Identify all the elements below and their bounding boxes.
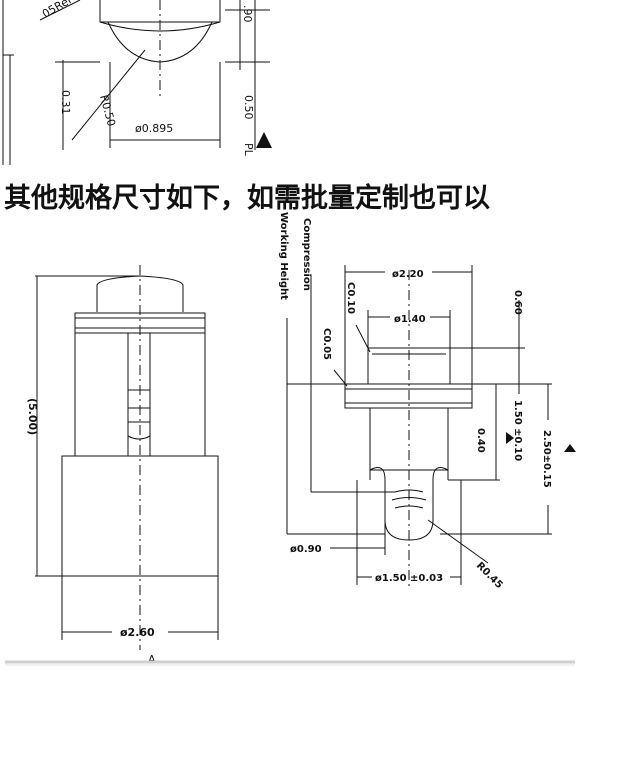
c005-label: C0.05 (321, 328, 332, 360)
dim-090-label: .90 (241, 5, 254, 23)
dim-250-label: 2.50±0.15 (541, 430, 552, 488)
tol-010-label: ±0.10 (512, 428, 523, 461)
left-drawing: (5.00) ø2.60 A (26, 265, 219, 666)
dim-050-label: 0.50 (242, 95, 255, 120)
leader-line-r045 (427, 519, 489, 564)
r050-label: R0.50 (97, 93, 118, 127)
top-drawing: 05Ref R0.50 0.31 ø0.895 0.50 .90 PL (2, 0, 272, 165)
datum-triangle-icon (506, 432, 514, 444)
datum-triangle-icon (564, 444, 576, 452)
diameter-label: ø2.60 (120, 626, 155, 639)
d140-label: ø1.40 (394, 314, 426, 325)
leader-line (39, 0, 81, 21)
datum-triangle-icon (256, 132, 272, 148)
d150-label: ø1.50 (375, 573, 407, 584)
tip-detail (394, 505, 424, 509)
dim-031-label: 0.31 (59, 90, 72, 115)
leader-line-c010 (355, 324, 371, 353)
caption-text: 其他规格尺寸如下，如需批量定制也可以 (4, 183, 490, 214)
ref-radius-label: 05Ref (40, 0, 75, 21)
tol-003-label: ±0.03 (410, 573, 443, 584)
pl-label: PL (242, 143, 255, 157)
leader-line-r050 (71, 49, 146, 141)
leader-line-c005 (333, 369, 348, 387)
cup-outline (99, 0, 221, 32)
r045-label: R0.45 (474, 560, 505, 591)
right-drawing: ø2.20 ø1.40 C0.10 C0.05 Compression Work… (278, 212, 576, 591)
dim-150-label: 1.50 (512, 400, 523, 425)
barrel-taper (432, 467, 449, 481)
compression-label: Compression (301, 218, 312, 291)
height-label: (5.00) (26, 398, 39, 435)
working-height-label: Working Height (278, 212, 289, 300)
d090-label: ø0.90 (290, 544, 322, 555)
inner-pin-arc (127, 435, 151, 440)
c010-label: C0.10 (345, 282, 356, 314)
d220-label: ø2.20 (392, 269, 424, 280)
partial-label-a: A (148, 653, 156, 666)
dim-0895-label: ø0.895 (135, 122, 173, 135)
base-block (61, 455, 219, 577)
dim-040-label: 0.40 (475, 428, 486, 453)
dim-060-label: 0.60 (512, 290, 523, 315)
barrel-taper (369, 467, 386, 481)
